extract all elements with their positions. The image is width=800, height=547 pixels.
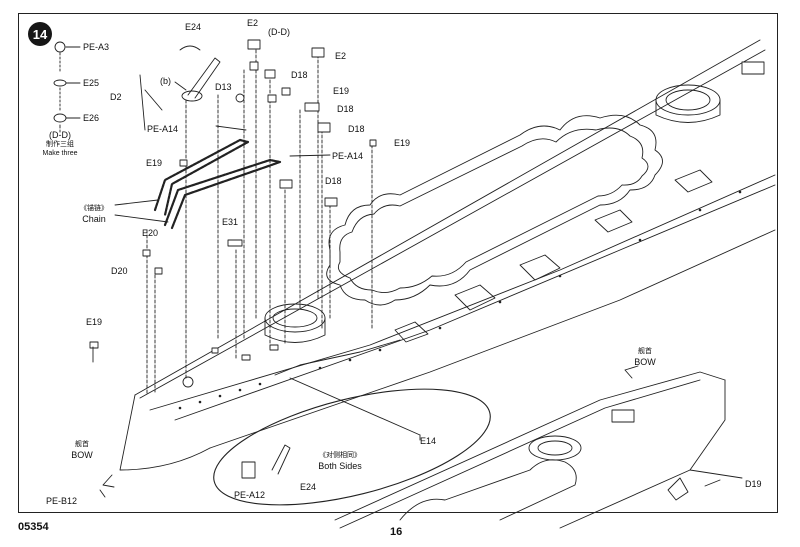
chain-note-cn: 《锚链》 bbox=[80, 205, 108, 212]
hull-side-edge bbox=[274, 339, 401, 376]
bow-arrow-left bbox=[102, 474, 115, 488]
forward-barbette bbox=[264, 303, 326, 333]
part-label-e19-a: E19 bbox=[333, 86, 350, 96]
sponson-2 bbox=[519, 254, 561, 281]
product-code: 05354 bbox=[18, 521, 49, 533]
part-label-b: (b) bbox=[160, 76, 171, 86]
sponson-1 bbox=[454, 284, 496, 311]
part-label-pe-a3: PE-A3 bbox=[83, 42, 110, 52]
e24-bottom-part bbox=[271, 444, 291, 475]
second-hull-side bbox=[559, 379, 726, 529]
bow-fitting-4 bbox=[182, 376, 194, 388]
crane-jib bbox=[187, 57, 221, 99]
sponson-5 bbox=[394, 321, 429, 343]
bow-fitting-1 bbox=[241, 354, 251, 361]
e24-top-part bbox=[179, 45, 201, 51]
part-label-d2: D2 bbox=[110, 92, 122, 102]
part-label-e19-bottom: E19 bbox=[86, 317, 103, 327]
assembly-guide-lines bbox=[59, 49, 373, 396]
part-label-d18-c: D18 bbox=[348, 124, 365, 134]
e26-part bbox=[53, 113, 67, 123]
part-label-e24-top: E24 bbox=[185, 22, 202, 32]
part-label-d18-d: D18 bbox=[325, 176, 342, 186]
part-label-d13: D13 bbox=[215, 82, 232, 92]
bow-note-left-en: BOW bbox=[71, 450, 93, 460]
both-sides-callout bbox=[213, 388, 491, 506]
part-label-e2-right: E2 bbox=[335, 51, 347, 61]
part-label-e31: E31 bbox=[222, 217, 239, 227]
bow-arrow-right bbox=[624, 365, 639, 379]
hull-side-lower bbox=[149, 174, 776, 411]
deckhouse-outline bbox=[326, 114, 663, 306]
chain-right bbox=[163, 158, 282, 230]
second-hull-deck bbox=[334, 371, 726, 521]
bow-note-right-en: BOW bbox=[634, 357, 656, 367]
page-frame bbox=[18, 13, 778, 513]
second-hull-deck-inner bbox=[339, 379, 701, 529]
bow-fitting-2 bbox=[269, 344, 279, 351]
bow-note-right-cn: 舰首 bbox=[638, 348, 652, 355]
part-label-d18-a: D18 bbox=[291, 70, 308, 80]
both-sides-en: Both Sides bbox=[318, 461, 362, 471]
part-label-e24-bottom: E24 bbox=[300, 482, 317, 492]
part-label-e19-right: E19 bbox=[394, 138, 411, 148]
dd-label: (D-D) bbox=[49, 130, 71, 140]
part-label-pe-a14-left: PE-A14 bbox=[147, 124, 179, 134]
part-label-e19-left: E19 bbox=[146, 158, 163, 168]
sponson-4 bbox=[674, 169, 713, 193]
sponson-3 bbox=[594, 209, 633, 233]
second-deckhouse bbox=[399, 459, 577, 521]
e25-part bbox=[53, 79, 67, 87]
part-label-e2-left: E2 bbox=[247, 18, 259, 28]
pe-a12-part bbox=[241, 461, 256, 479]
part-label-pe-a12: PE-A12 bbox=[234, 490, 266, 500]
part-label-d18-b: D18 bbox=[337, 104, 354, 114]
d2-part bbox=[139, 74, 163, 131]
part-label-e14: E14 bbox=[420, 436, 437, 446]
bow-profile bbox=[119, 394, 211, 471]
propeller bbox=[667, 477, 689, 501]
part-label-e20: E20 bbox=[142, 228, 159, 238]
part-label-e25: E25 bbox=[83, 78, 100, 88]
part-label-dd-top: (D-D) bbox=[268, 27, 290, 37]
second-vents bbox=[611, 409, 635, 423]
pe-a3-part bbox=[54, 41, 66, 53]
make-three-en: Make three bbox=[42, 150, 78, 157]
bow-fitting-3 bbox=[211, 347, 219, 354]
scuttle-row bbox=[178, 190, 742, 410]
both-sides-cn: 《对侧相同》 bbox=[319, 452, 361, 459]
hull-waterline bbox=[209, 229, 776, 449]
part-label-pe-a14-right: PE-A14 bbox=[332, 151, 364, 161]
e14-rod bbox=[289, 377, 421, 436]
bow-note-left-cn: 舰首 bbox=[75, 441, 89, 448]
aft-vents bbox=[741, 61, 765, 75]
crane-base bbox=[181, 90, 203, 102]
hull-side-keel bbox=[174, 184, 776, 421]
part-label-e26: E26 bbox=[83, 113, 100, 123]
second-barbette bbox=[528, 435, 582, 461]
small-parts bbox=[89, 39, 377, 349]
chain-note-en: Chain bbox=[82, 214, 106, 224]
part-label-d20: D20 bbox=[111, 266, 128, 276]
part-label-d19: D19 bbox=[745, 479, 762, 489]
make-three-cn: 制作三组 bbox=[46, 141, 74, 148]
deckhouse-inner bbox=[337, 127, 649, 293]
part-label-pe-b12: PE-B12 bbox=[46, 496, 78, 506]
page-number: 16 bbox=[390, 526, 403, 538]
step-number-badge: 14 bbox=[28, 22, 52, 46]
